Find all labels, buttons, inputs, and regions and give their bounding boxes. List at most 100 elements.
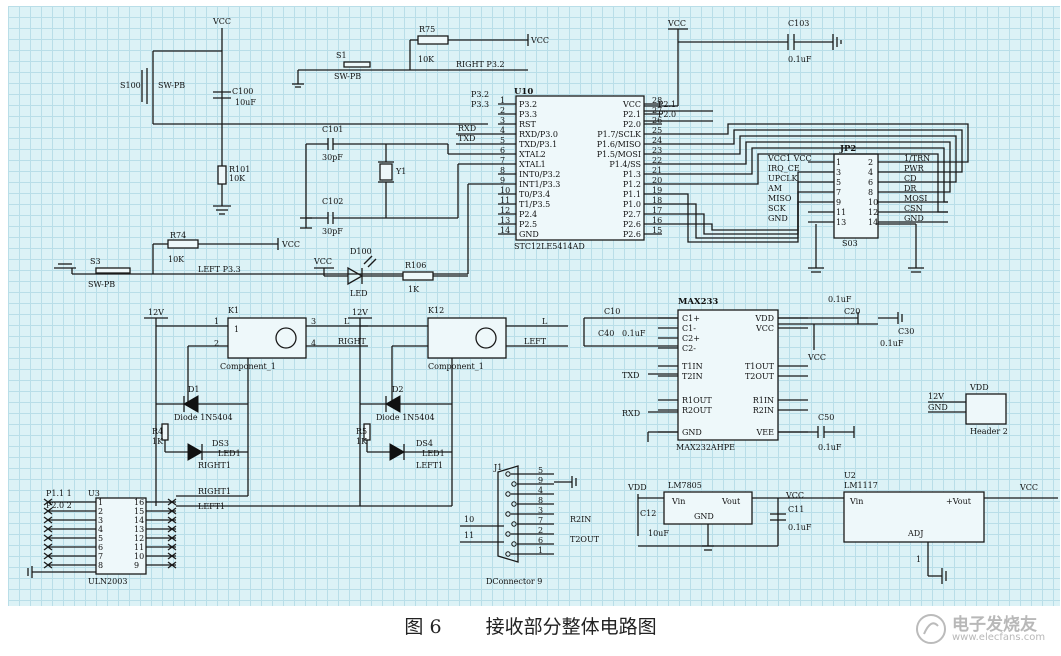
- db9-pin-number: 5: [538, 466, 543, 475]
- jp2-right-pin: GND: [904, 214, 924, 223]
- right-p32-net: RIGHT P3.2: [456, 60, 505, 69]
- db9-pin: [505, 531, 511, 537]
- u10-left-pin-number: 2: [500, 106, 505, 115]
- u10-right-pin: P1.5/MOSI: [597, 150, 641, 159]
- lm7805-label: LM7805: [668, 481, 702, 490]
- watermark-text: 电子发烧友: [952, 615, 1037, 635]
- c101-label: C101: [322, 125, 343, 134]
- lm7805-vin: Vin: [671, 497, 685, 506]
- max233-section: MAX233 MAX232AHPE C1+VDDC1-VCCC2+C2-T1IN…: [583, 295, 914, 452]
- r74-value: 10K: [168, 255, 185, 264]
- p21-net: P2.1: [658, 100, 676, 109]
- u10-part: STC12LE5414AD: [514, 242, 585, 251]
- jp2-left-pin: MISO: [768, 194, 792, 203]
- ds3-label: DS3: [212, 439, 229, 448]
- max-left-pin: R2OUT: [682, 406, 712, 415]
- max-left-pin: C1+: [682, 314, 700, 323]
- header2-section: VDD 12V GND Header 2: [928, 383, 1008, 436]
- db9-pin-number: 1: [538, 546, 543, 555]
- d100-type: LED: [350, 289, 368, 298]
- jp2-wire: [662, 171, 808, 243]
- uln-left-pin-number: 1: [98, 498, 103, 507]
- max-right-pin: VDD: [754, 314, 774, 323]
- u10-right-pin-number: 19: [652, 186, 662, 195]
- uln-right-pin-number: 11: [134, 543, 144, 552]
- uln-right-pin-number: 12: [134, 534, 144, 543]
- jp2-right-pin: DR: [904, 184, 917, 193]
- jp2-right-pin: CSN: [904, 204, 923, 213]
- uln-right-pin-number: 16: [134, 498, 144, 507]
- p33-net: P3.3: [471, 100, 489, 109]
- u10-right-pin-number: 22: [652, 156, 662, 165]
- jp2-left-pin: VCC1 VCC: [767, 154, 812, 163]
- svg-text:10: 10: [464, 515, 474, 524]
- relay-k1-section: 12V K1 Component_1 11 23 4 L RIGHT D1 Di…: [144, 306, 368, 506]
- db9-pin: [505, 491, 511, 497]
- u10-left-pin: INT0/P3.2: [519, 170, 560, 179]
- u10-right-pin: P1.0: [623, 200, 641, 209]
- u10-right-pin-number: 20: [652, 176, 662, 185]
- uln-left-pin-number: 5: [98, 534, 103, 543]
- r106-value: 1K: [408, 285, 420, 294]
- db9-pin-number: 4: [538, 486, 543, 495]
- reset-section: VCC S100 SW-PB C100 10uF R101 10K: [120, 17, 488, 215]
- s3-led-section: S3 SW-PB R74 10K VCC LEFT P3.3 VCC D100 …: [54, 183, 498, 298]
- lm7805-gnd: GND: [694, 512, 714, 521]
- u10-right-pin-number: 25: [652, 126, 662, 135]
- j1-label: J1: [493, 463, 502, 472]
- svg-text:1: 1: [214, 317, 219, 326]
- u10-left-pin-number: 13: [500, 216, 510, 225]
- u10-left-pin: RXD/P3.0: [519, 130, 558, 139]
- u10-right-pin: P1.4/SS: [609, 160, 641, 169]
- u10-left-pin: P3.3: [519, 110, 537, 119]
- jp2-right-pin: CD: [904, 174, 917, 183]
- s1-switch-section: S1 SW-PB R75 10K VCC RIGHT P3.2: [292, 25, 549, 88]
- u10-right-pin-number: 15: [652, 226, 662, 235]
- uln-right-pin-number: 15: [134, 507, 144, 516]
- u10-left-pin-number: 9: [500, 176, 505, 185]
- db9-pin: [505, 511, 511, 517]
- lm1117-vin: Vin: [849, 497, 863, 506]
- u10-left-pin-number: 12: [500, 206, 510, 215]
- max-right-pin: R1IN: [753, 396, 774, 405]
- u10-right-pin: P1.2: [623, 180, 641, 189]
- header-part: Header 2: [970, 427, 1008, 436]
- vcc-label-3: VCC: [281, 240, 300, 249]
- d2-label: D2: [392, 385, 404, 394]
- p32-net: P3.2: [471, 90, 489, 99]
- u10-right-pin: VCC: [622, 100, 641, 109]
- k12-l-label: L: [542, 317, 548, 326]
- jp2-wire: [662, 123, 969, 163]
- left1-net: LEFT1: [198, 502, 225, 511]
- c102-label: C102: [322, 197, 343, 206]
- s1-label: S1: [336, 51, 347, 60]
- d2-part: Diode 1N5404: [376, 413, 435, 422]
- svg-text:2: 2: [214, 339, 219, 348]
- r101-value: 10K: [229, 174, 246, 183]
- c30-label: C30: [898, 327, 914, 336]
- svg-text:1: 1: [234, 325, 239, 334]
- u10-right-pin-number: 18: [652, 196, 662, 205]
- u10-right-pin: P2.6: [623, 230, 641, 239]
- logo-icon: [916, 614, 946, 644]
- k1-l-label: L: [344, 317, 350, 326]
- max-right-pin: VCC: [755, 324, 774, 333]
- jp2-left-pin-number: 7: [836, 188, 841, 197]
- uln-left-pin-number: 3: [98, 516, 103, 525]
- jp2-wire: [662, 135, 957, 183]
- max-left-pin: C2-: [682, 344, 696, 353]
- ds3-net: RIGHT1: [198, 461, 231, 470]
- ds4-part: LED1: [422, 449, 445, 458]
- u10-right-pin-number: 17: [652, 206, 662, 215]
- u10-left-pin: P2.5: [519, 220, 537, 229]
- ds4-net: LEFT1: [416, 461, 443, 470]
- c102-value: 30pF: [322, 227, 343, 236]
- db9-pin: [511, 541, 517, 547]
- jp2-right-pin: PWR: [904, 164, 925, 173]
- j1-part: DConnector 9: [486, 577, 542, 586]
- u2-label: U2: [844, 471, 856, 480]
- c100-label: C100: [232, 87, 253, 96]
- u10-left-pin: TXD/P3.1: [519, 140, 557, 149]
- lm7805-vcc-label: VCC: [785, 491, 804, 500]
- uln-right-pin-number: 10: [134, 552, 144, 561]
